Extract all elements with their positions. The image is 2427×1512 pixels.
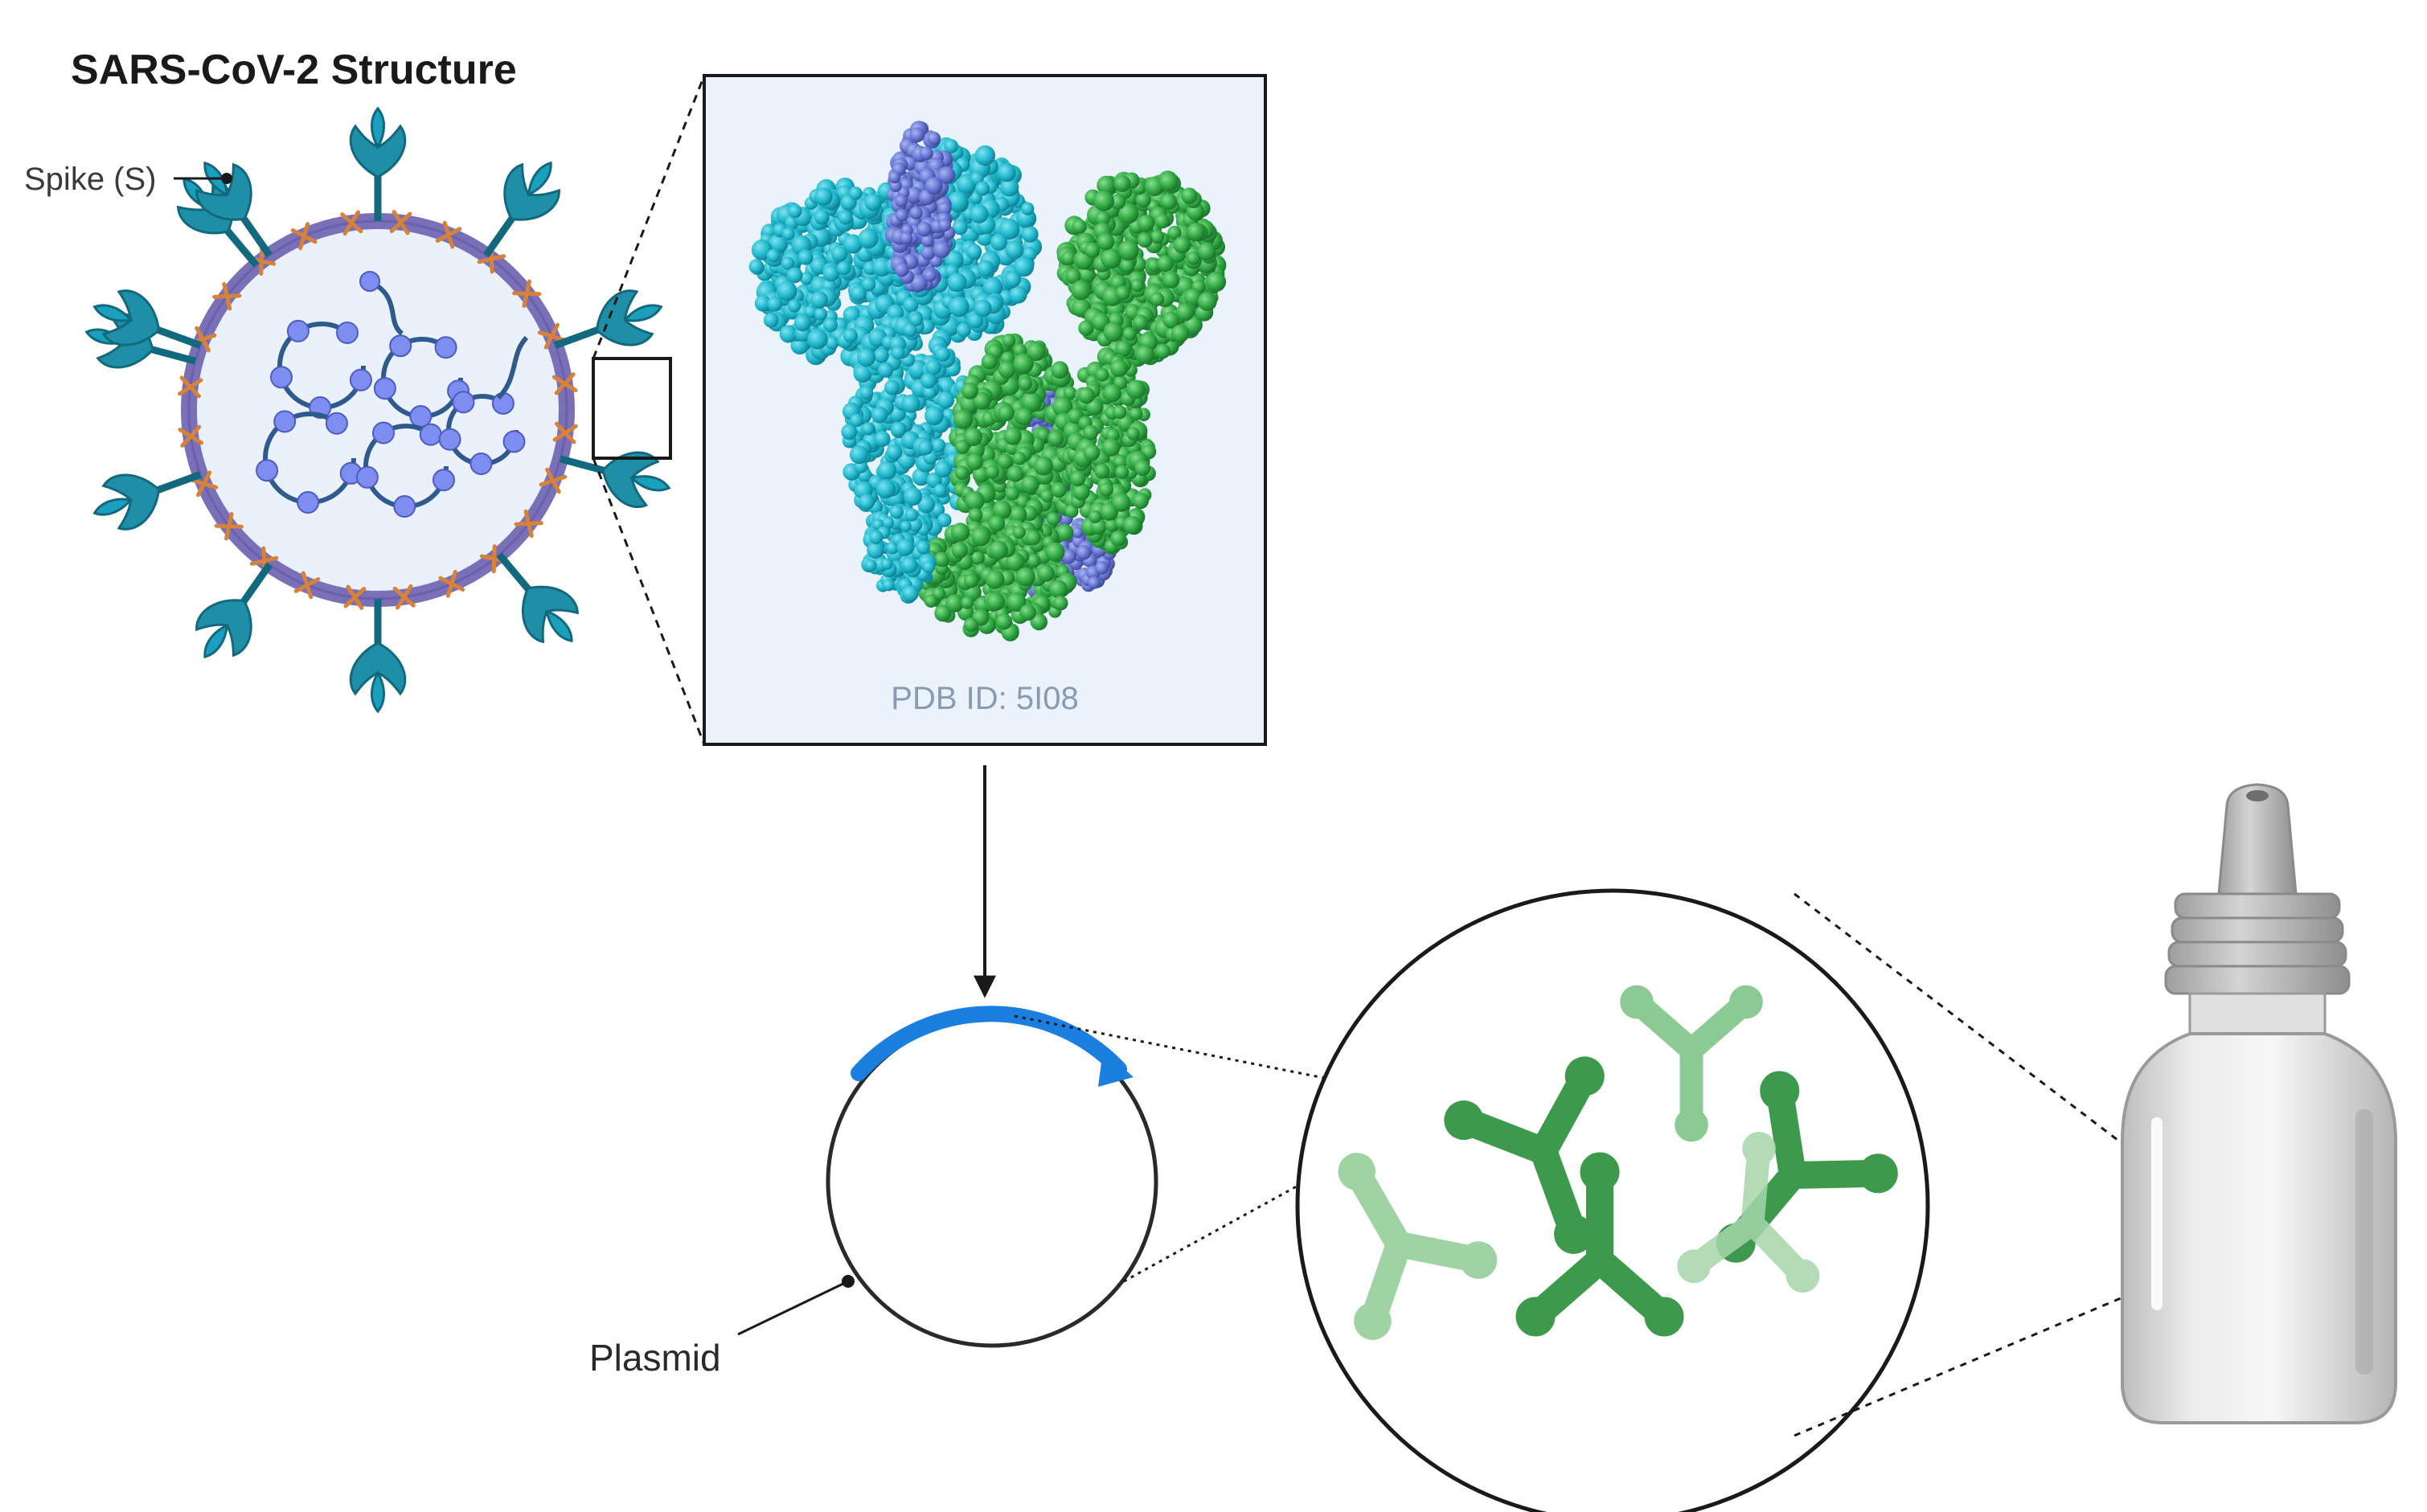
membrane-protein — [389, 210, 412, 236]
gene-insert-arrowhead — [1098, 1050, 1134, 1087]
nucleocapsid-bead — [502, 430, 526, 453]
membrane-protein — [214, 511, 244, 541]
diagram-title: SARS-CoV-2 Structure — [71, 47, 517, 93]
zoom-line-bottom — [592, 457, 706, 745]
nucleocapsid-bead — [452, 391, 475, 414]
membrane-protein — [552, 421, 578, 445]
membrane-protein — [435, 220, 462, 249]
membrane-protein — [178, 375, 203, 399]
membrane-protein — [392, 584, 416, 610]
bottle-body — [2121, 1032, 2397, 1424]
nucleocapsid-bead — [297, 491, 320, 514]
spike-protein — [553, 432, 676, 514]
spike-zoom-box — [592, 357, 672, 460]
nucleocapsid-bead — [325, 412, 348, 435]
membrane-protein — [212, 281, 242, 311]
membrane-protein — [343, 584, 367, 610]
plasmid-label: Plasmid — [589, 1337, 721, 1379]
gene-insert-arrow — [851, 1006, 1127, 1081]
membrane-protein-group — [178, 210, 578, 610]
nucleocapsid-bead — [434, 336, 457, 359]
membrane-protein — [290, 222, 318, 251]
spike-protein-structure-icon — [748, 121, 1227, 641]
nucleocapsid-bead — [433, 469, 455, 492]
spike-protein — [351, 599, 405, 711]
nucleocapsid-bead — [286, 319, 310, 342]
membrane-protein — [539, 467, 568, 494]
nucleocapsid-bead — [393, 495, 416, 518]
dropper-tip — [2217, 783, 2298, 895]
nucleocapsid-bead — [372, 421, 395, 445]
zoom-line-plasmid-bottom — [1123, 1101, 1449, 1283]
virus-particle-icon — [80, 109, 676, 711]
plasmid-label-pointer — [737, 1280, 849, 1336]
plasmid-icon — [826, 1006, 1158, 1348]
membrane-protein — [514, 509, 543, 539]
nucleocapsid-bead — [469, 453, 493, 475]
membrane-protein — [293, 571, 321, 600]
nucleocapsid-bead — [389, 334, 412, 358]
membrane-protein — [537, 322, 566, 350]
nucleocapsid-bead — [373, 377, 396, 400]
nucleocapsid-bead — [355, 465, 379, 489]
nucleocapsid-bead — [336, 322, 359, 344]
nucleocapsid-bead — [270, 366, 293, 389]
zoom-line-top — [592, 75, 706, 359]
spike-protein — [351, 109, 405, 221]
membrane-protein — [340, 210, 363, 236]
dropper-bottle-icon — [2121, 783, 2397, 1424]
membrane-protein — [438, 569, 465, 598]
spike-label: Spike (S) — [24, 162, 157, 197]
membrane-protein — [512, 279, 542, 309]
nucleocapsid-bead — [349, 368, 372, 391]
nucleocapsid-bead — [438, 428, 461, 451]
rna-genome-icon — [256, 271, 529, 518]
pdb-id-label: PDB ID: 5I08 — [891, 681, 1078, 716]
nucleocapsid-bead — [419, 423, 442, 446]
spike-label-pointer-dot — [221, 173, 232, 184]
membrane-protein — [551, 372, 578, 395]
membrane-protein — [190, 470, 219, 498]
nucleocapsid-bead — [256, 459, 279, 482]
nucleocapsid-bead — [273, 410, 297, 433]
plasmid-label-pointer-dot — [842, 1275, 855, 1288]
membrane-protein — [178, 424, 204, 448]
zoom-line-plasmid-top — [1014, 1014, 1449, 1104]
